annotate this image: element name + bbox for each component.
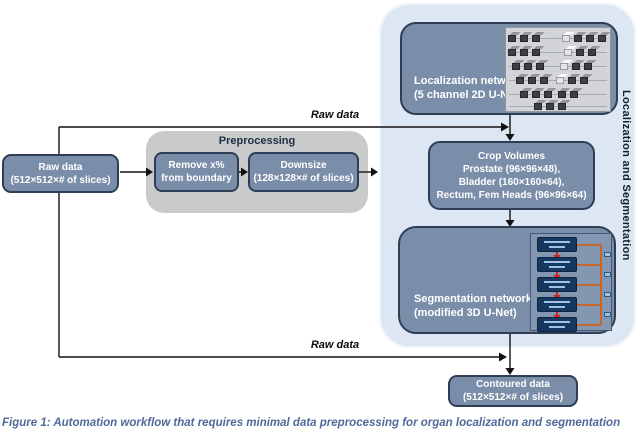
unet-cube [532, 88, 545, 98]
unet-connector-line [509, 38, 607, 39]
unet-connector-line [509, 52, 607, 53]
segmentation-line1: Segmentation network [414, 293, 532, 305]
downsize-box: Downsize (128×128×# of slices) [248, 152, 359, 192]
seg-skip-connection-line [577, 244, 601, 246]
raw-data-bottom-label: Raw data [310, 339, 360, 351]
unet-cube [586, 32, 599, 42]
downsize-line1: Downsize [280, 160, 327, 171]
crop-line3: Bladder (160×160×64), [458, 176, 565, 188]
raw-data-dims: (512×512×# of slices) [10, 174, 111, 186]
unet-cube [534, 100, 547, 110]
unet-cube [508, 32, 521, 42]
unet-cube [562, 32, 575, 42]
figure-caption: Figure 1: Automation workflow that requi… [2, 417, 621, 429]
crop-line2: Prostate (96×96×48), [462, 163, 561, 175]
downsize-line2: (128×128×# of slices) [253, 173, 354, 184]
unet-cube [528, 74, 541, 84]
localization-line2: (5 channel 2D U-Net) [414, 89, 522, 101]
crop-line1: Crop Volumes [477, 150, 546, 162]
unet-cube [576, 46, 589, 56]
unet-cube [580, 74, 593, 84]
panel-side-label: Localization and Segmentation [620, 90, 632, 261]
unet-cube [532, 46, 545, 56]
unet-cube [512, 60, 525, 70]
seg-resnet-block [537, 277, 577, 292]
seg-red-arrow [556, 252, 558, 255]
unet-cube [570, 88, 583, 98]
unet-cube [524, 60, 537, 70]
seg-skip-connection-line [577, 324, 601, 326]
preprocessing-title: Preprocessing [218, 135, 296, 147]
unet-cube [558, 100, 571, 110]
unet-cube [540, 74, 553, 84]
seg-orange-bus-line [600, 244, 602, 325]
unet-cube [588, 46, 601, 56]
unet-cube [574, 32, 587, 42]
contoured-line2: (512×512×# of slices) [462, 392, 564, 403]
seg-feature-map-glyph [604, 272, 611, 277]
seg-resnet-block [537, 297, 577, 312]
seg-red-arrow [556, 292, 558, 295]
localization-line1: Localization network [414, 75, 523, 87]
seg-red-arrow [556, 312, 558, 315]
unet-cube [564, 46, 577, 56]
raw-data-title: Raw data [38, 161, 83, 173]
unet-connector-line [509, 66, 607, 67]
seg-red-arrow [556, 272, 558, 275]
unet-architecture-thumbnail [505, 27, 611, 112]
seg-resnet-block [537, 317, 577, 332]
unet-cube [556, 74, 569, 84]
seg-resnet-block [537, 237, 577, 252]
unet-cube [520, 88, 533, 98]
remove-line2: from boundary [161, 173, 232, 184]
unet-cube [532, 32, 545, 42]
unet-cube [558, 88, 571, 98]
remove-boundary-box: Remove x% from boundary [154, 152, 239, 192]
unet-cube [520, 46, 533, 56]
unet-cube [572, 60, 585, 70]
seg-resnet-block [537, 257, 577, 272]
unet-cube [598, 32, 611, 42]
segmentation-line2: (modified 3D U-Net) [414, 307, 517, 319]
seg-feature-map-glyph [604, 252, 611, 257]
unet-cube [516, 74, 529, 84]
seg-skip-connection-line [577, 304, 601, 306]
remove-line1: Remove x% [168, 160, 225, 171]
contoured-line1: Contoured data [476, 379, 550, 390]
crop-volumes-box: Crop Volumes Prostate (96×96×48), Bladde… [428, 141, 595, 210]
segmentation-architecture-thumbnail [530, 233, 612, 332]
raw-data-top-label: Raw data [310, 109, 360, 121]
unet-cube [520, 32, 533, 42]
unet-cube [568, 74, 581, 84]
unet-cube [544, 88, 557, 98]
seg-skip-connection-line [577, 264, 601, 266]
unet-cube [584, 60, 597, 70]
seg-feature-map-glyph [604, 312, 611, 317]
unet-cube [536, 60, 549, 70]
seg-feature-map-glyph [604, 292, 611, 297]
contoured-data-box: Contoured data (512×512×# of slices) [448, 375, 578, 407]
raw-data-box: Raw data (512×512×# of slices) [2, 154, 119, 193]
unet-cube [508, 46, 521, 56]
crop-line4: Rectum, Fem Heads (96×96×64) [436, 189, 587, 201]
seg-skip-connection-line [577, 284, 601, 286]
unet-cube [560, 60, 573, 70]
unet-cube [546, 100, 559, 110]
